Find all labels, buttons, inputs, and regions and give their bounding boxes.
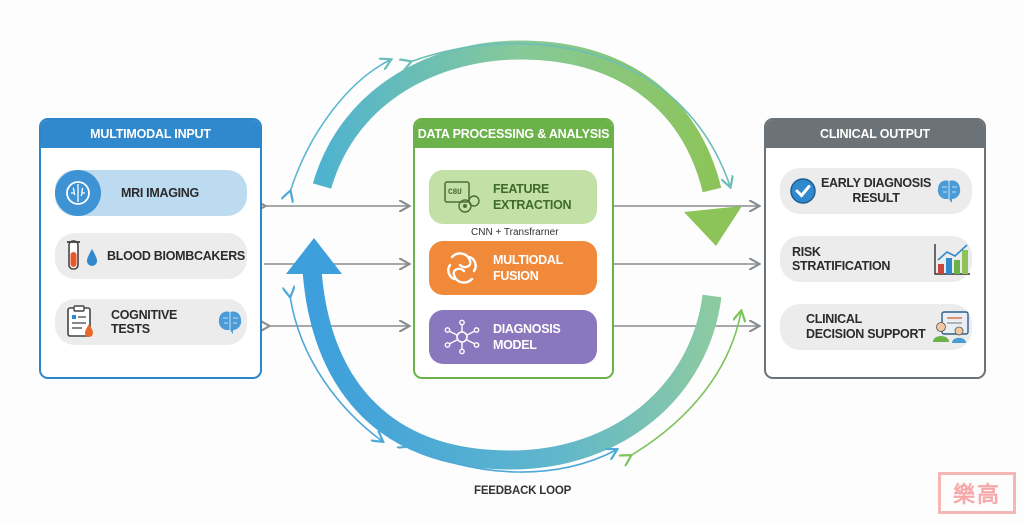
input-item-label: MRI IMAGING: [121, 186, 199, 200]
top-flow-arrowhead: [684, 206, 742, 246]
input-item-label: COGNITIVE TESTS: [111, 308, 178, 336]
svg-text:C8U: C8U: [448, 188, 462, 197]
connectors-right: [614, 206, 758, 326]
input-item-mri[interactable]: MRI IMAGING: [55, 170, 247, 216]
test-tube-drop-icon: [61, 239, 105, 273]
bottom-thin-arc-mid: [408, 446, 616, 473]
input-item-label: BLOOD BIOMBCAKERS: [107, 249, 245, 263]
panel-title: MULTIMODAL INPUT: [41, 120, 260, 148]
output-item-risk-stratification[interactable]: RISK STRATIFICATION: [780, 236, 972, 282]
doctors-screen-icon: [932, 310, 970, 344]
brain-icon: [932, 174, 966, 208]
watermark-stamp: 樂高: [938, 472, 1016, 514]
cpu-gear-icon: C8U: [443, 178, 481, 216]
brain-icon: [213, 305, 247, 339]
input-item-blood[interactable]: BLOOD BIOMBCAKERS: [55, 233, 247, 279]
fusion-icon: [443, 249, 481, 287]
bottom-thin-arc-right: [630, 312, 741, 456]
panel-title: DATA PROCESSING & ANALYSIS: [415, 120, 612, 148]
model-caption: CNN + Transfrarner: [471, 227, 559, 238]
bottom-flow-arrowhead: [286, 238, 342, 274]
brain-scan-icon: [55, 170, 101, 216]
checkmark-icon: [786, 174, 820, 208]
input-item-cognitive[interactable]: COGNITIVE TESTS: [55, 299, 247, 345]
bar-chart-icon: [932, 242, 972, 276]
connectors-left: [264, 206, 408, 326]
network-node-icon: [443, 318, 481, 356]
output-item-label: RISK STRATIFICATION: [792, 245, 891, 273]
top-thin-arc-right: [410, 42, 730, 186]
clipboard-icon: [63, 305, 99, 339]
bottom-thin-arc-left: [290, 296, 382, 441]
panel-title: CLINICAL OUTPUT: [766, 120, 984, 148]
multimodal-input-panel: MULTIMODAL INPUT MRI IMAGING BLOOD BIOMB…: [39, 118, 262, 379]
feedback-loop-label: FEEDBACK LOOP: [474, 485, 572, 497]
top-thin-arc-left: [290, 60, 390, 192]
